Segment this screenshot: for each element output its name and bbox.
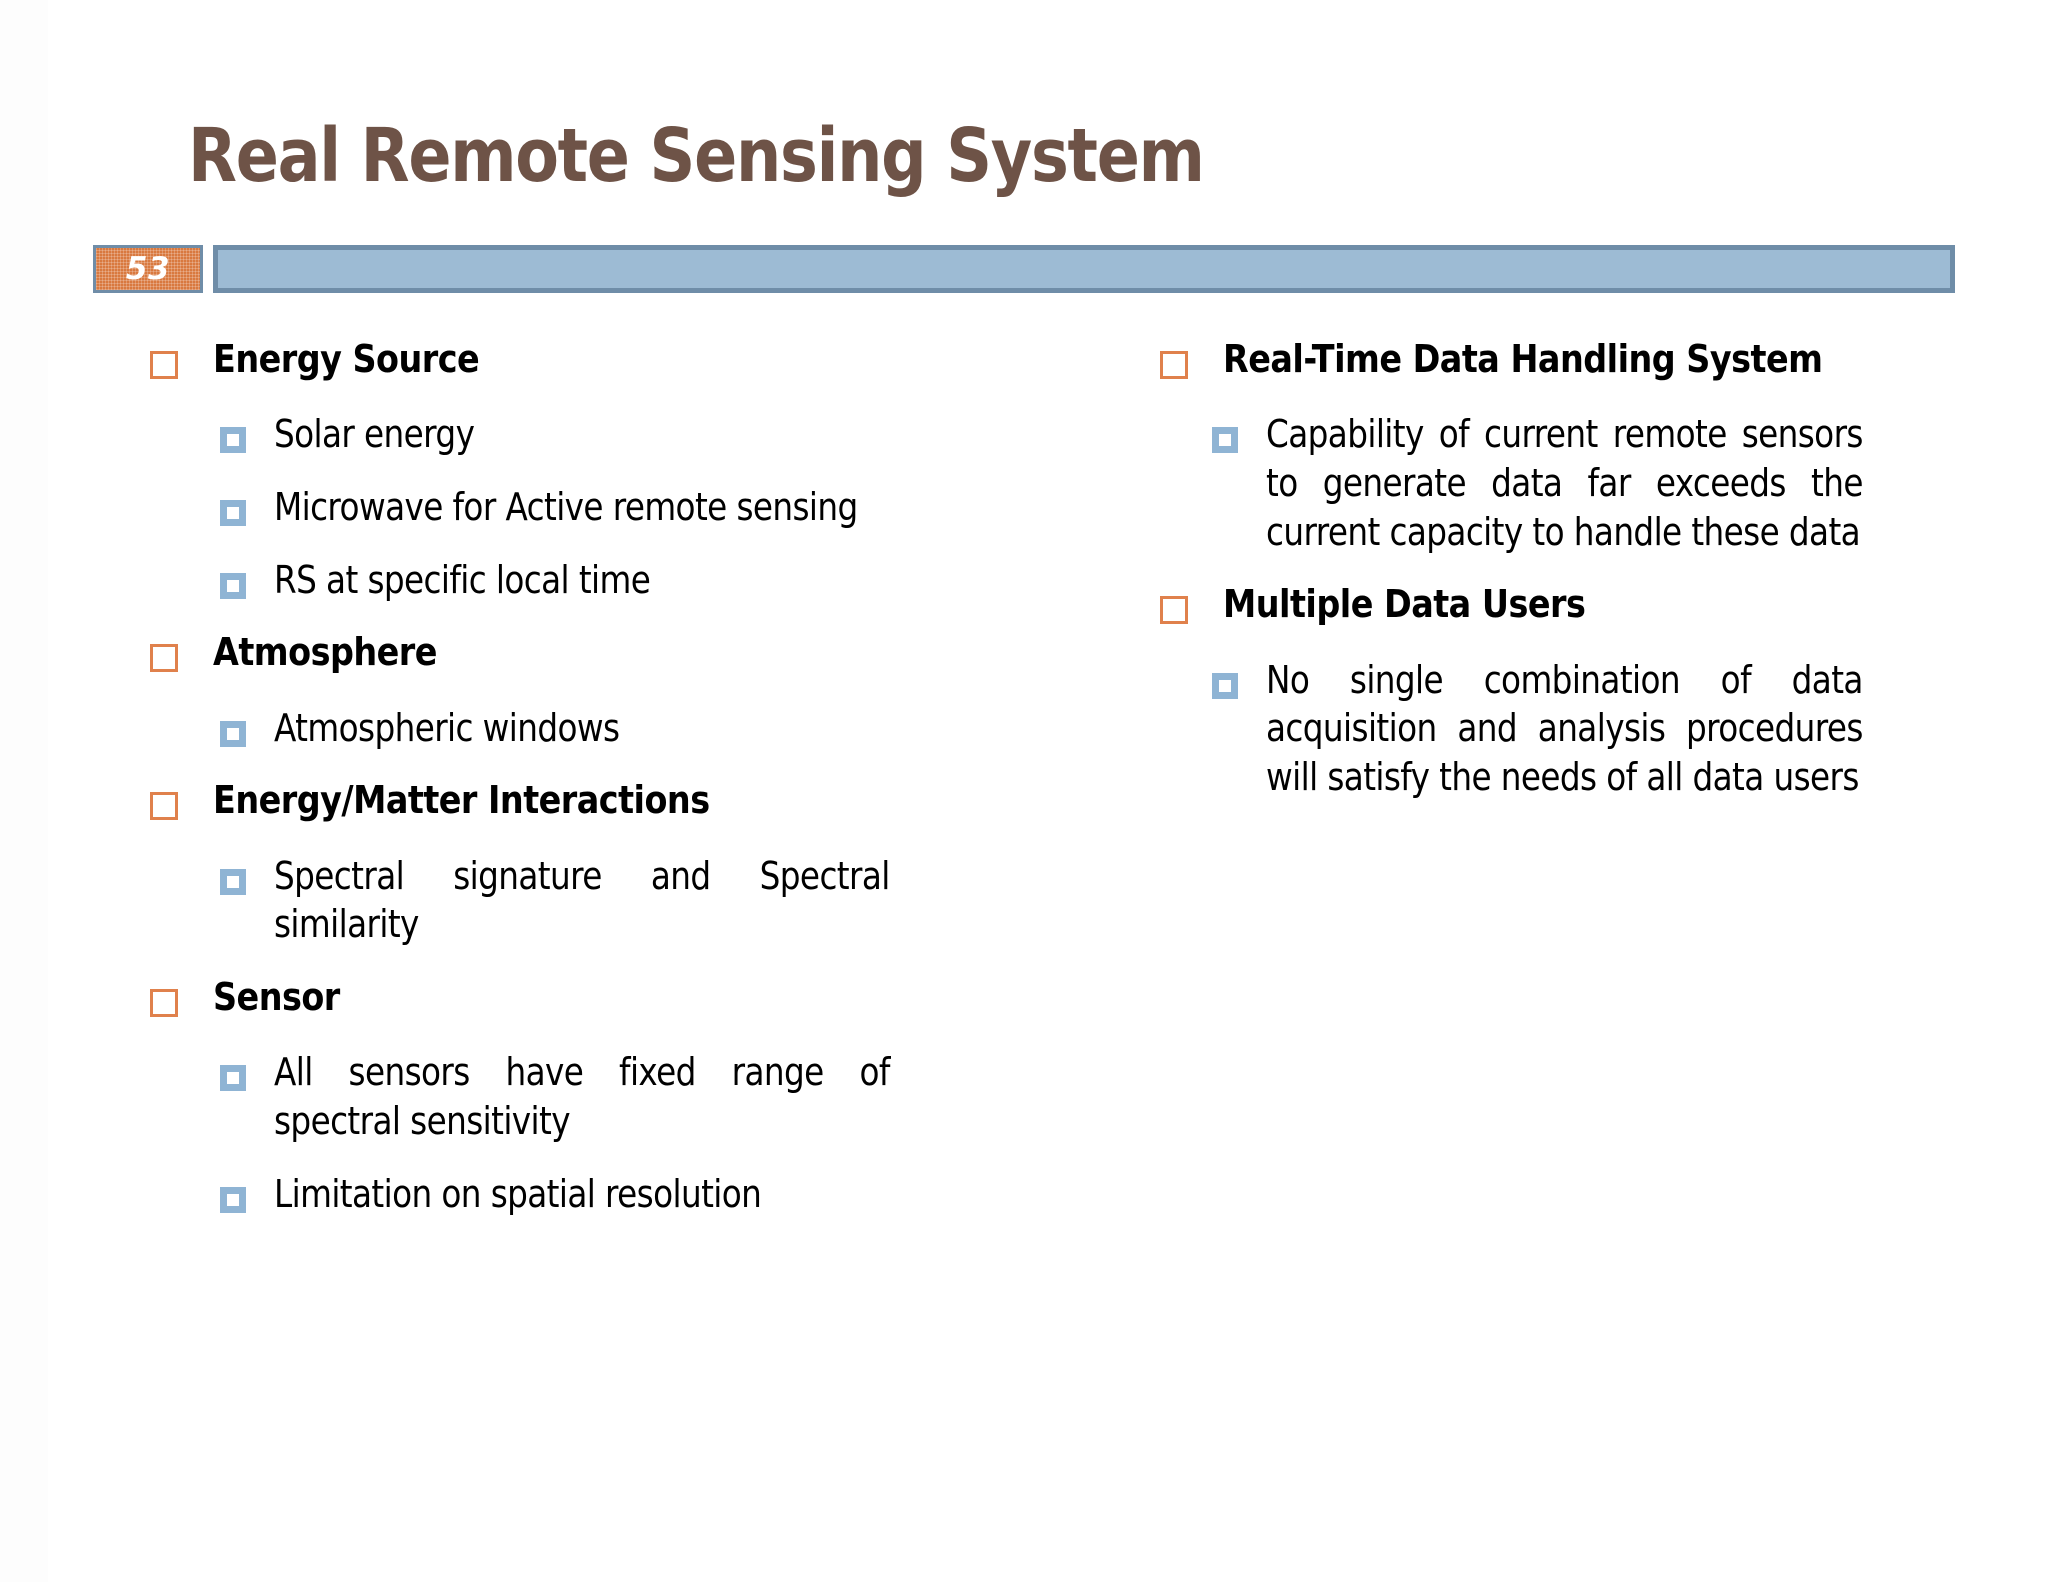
- square-outline-bullet-icon: [150, 792, 178, 821]
- bullet-item-level2: Capability of current remote sensors to …: [1160, 410, 1960, 556]
- bullet-item-level2: Atmospheric windows: [150, 704, 990, 753]
- bullet-item-level2: Limitation on spatial resolution: [150, 1170, 990, 1219]
- bullet-item-level1: Real-Time Data Handling System: [1160, 335, 1960, 384]
- square-filled-bullet-icon: [220, 868, 246, 895]
- square-filled-bullet-icon: [220, 1065, 246, 1092]
- square-outline-bullet-icon: [150, 988, 178, 1017]
- square-outline-bullet-icon: [1160, 351, 1188, 379]
- bullet-text: Real-Time Data Handling System: [1223, 337, 1823, 381]
- slide-number-text: 53: [125, 250, 171, 287]
- bullet-item-level1: Energy Source: [150, 335, 990, 384]
- square-outline-bullet-icon: [1160, 596, 1188, 625]
- bullet-text: All sensors have fixed range of spectral…: [274, 1050, 890, 1143]
- bullet-text: Limitation on spatial resolution: [274, 1171, 762, 1216]
- bullet-item-level2: Solar energy: [150, 410, 990, 459]
- square-outline-bullet-icon: [150, 351, 178, 379]
- slide-left-edge-band: [0, 0, 48, 1582]
- square-outline-bullet-icon: [150, 644, 178, 673]
- bullet-text: No single combination of data acquisitio…: [1266, 657, 1863, 799]
- bullet-text: Energy/Matter Interactions: [213, 778, 710, 823]
- square-filled-bullet-icon: [220, 1186, 246, 1213]
- bullet-item-level1: Sensor: [150, 973, 990, 1022]
- bullet-text: Capability of current remote sensors to …: [1266, 412, 1863, 554]
- square-filled-bullet-icon: [1212, 427, 1238, 454]
- title-banner-bar: [213, 245, 1955, 293]
- square-filled-bullet-icon: [220, 427, 246, 454]
- bullet-item-level2: Spectral signature and Spectral similari…: [150, 852, 990, 949]
- bullet-text: Microwave for Active remote sensing: [274, 485, 858, 530]
- square-filled-bullet-icon: [220, 572, 246, 599]
- bullet-text: RS at specific local time: [274, 557, 651, 602]
- square-filled-bullet-icon: [220, 500, 246, 527]
- bullet-item-level2: All sensors have fixed range of spectral…: [150, 1048, 990, 1145]
- page-title: Real Remote Sensing System: [188, 113, 1205, 199]
- square-filled-bullet-icon: [220, 720, 246, 747]
- bullet-item-level1: Multiple Data Users: [1160, 580, 1960, 629]
- bullet-text: Solar energy: [274, 412, 475, 457]
- bullet-item-level2: Microwave for Active remote sensing: [150, 483, 990, 532]
- bullet-text: Spectral signature and Spectral similari…: [274, 853, 890, 947]
- bullet-item-level1: Energy/Matter Interactions: [150, 776, 990, 825]
- square-filled-bullet-icon: [1212, 672, 1238, 699]
- bullet-text: Atmospheric windows: [274, 705, 620, 750]
- bullet-item-level2: RS at specific local time: [150, 556, 990, 605]
- bullet-text: Energy Source: [213, 337, 480, 381]
- bullet-text: Atmosphere: [213, 630, 437, 675]
- bullet-text: Sensor: [213, 974, 340, 1019]
- slide-number-badge: 53: [93, 245, 203, 293]
- bullet-item-level2: No single combination of data acquisitio…: [1160, 656, 1960, 802]
- bullet-item-level1: Atmosphere: [150, 628, 990, 677]
- bullet-text: Multiple Data Users: [1223, 582, 1586, 627]
